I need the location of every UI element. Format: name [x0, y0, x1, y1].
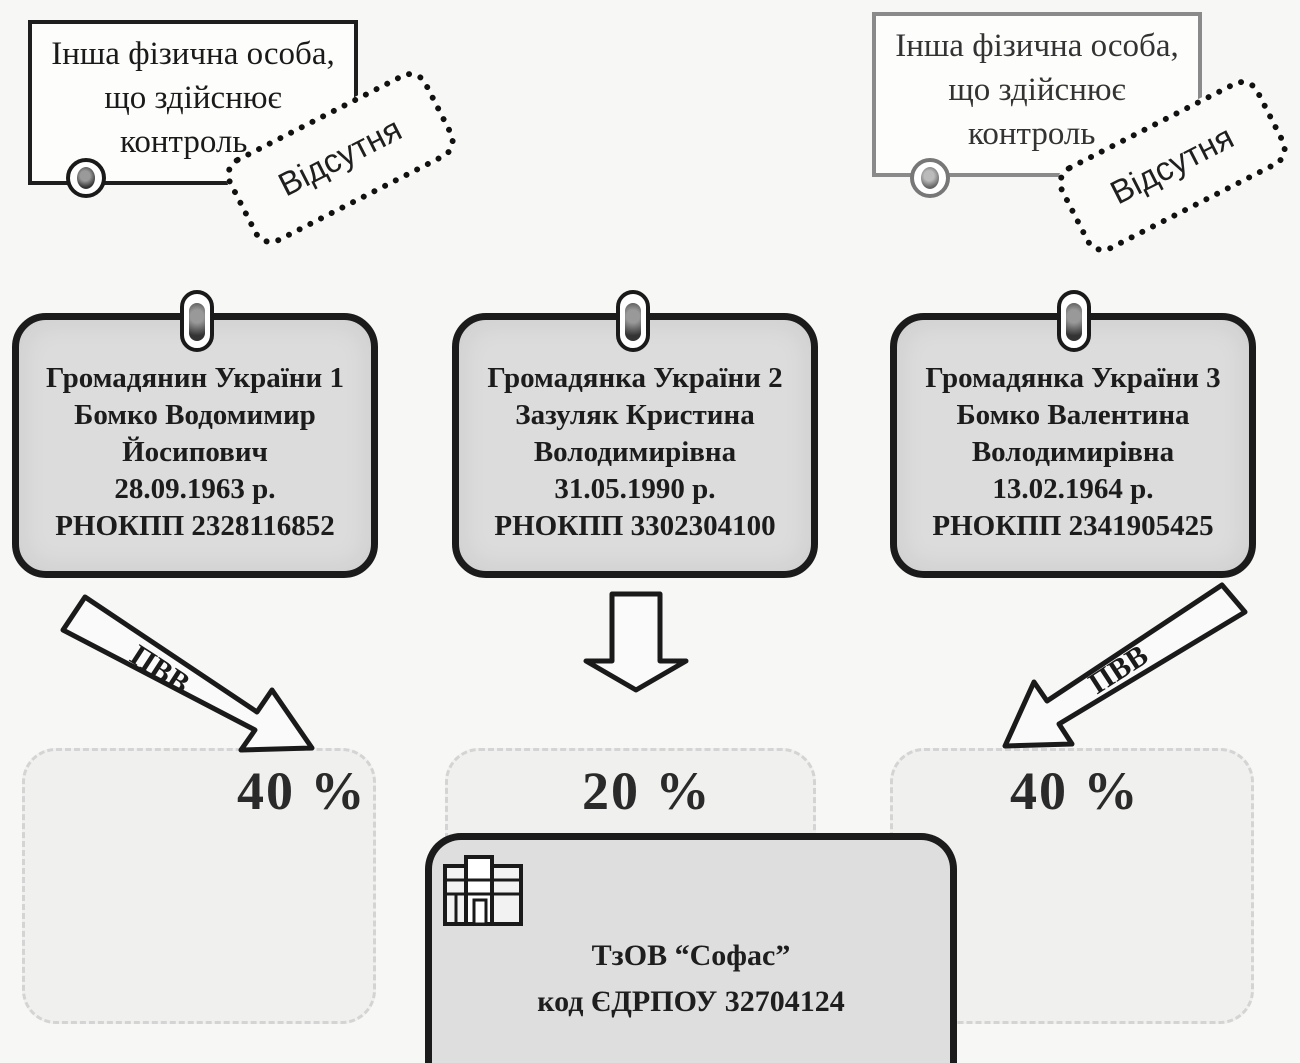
control-box-left-line-3: контроль: [120, 124, 248, 160]
control-box-left: Інша фізична особа, що здійснює контроль: [28, 20, 358, 185]
person-2-patronymic: Володимирівна: [533, 436, 737, 468]
person-3-patronymic: Володимирівна: [971, 436, 1175, 468]
person-2-tax-id: РНОКПП 3302304100: [494, 510, 776, 542]
person-card-1: Громадянин України 1 Бомко Водомимир Йос…: [12, 313, 378, 578]
control-box-left-line-2: що здійснює: [104, 80, 282, 116]
control-box-left-line-1: Інша фізична особа,: [51, 36, 335, 72]
person-1-surname: Бомко Водомимир: [74, 399, 316, 431]
person-3-tax-id: РНОКПП 2341905425: [932, 510, 1214, 542]
person-2-birthdate: 31.05.1990 р.: [554, 473, 716, 505]
person-card-2: Громадянка України 2 Зазуляк Кристина Во…: [452, 313, 818, 578]
control-box-right-line-1: Інша фізична особа,: [895, 28, 1179, 64]
share-person-2: 20 %: [582, 761, 712, 821]
control-box-right-line-2: що здійснює: [948, 72, 1126, 108]
person-2-surname: Зазуляк Кристина: [515, 399, 755, 431]
company-name: ТзОВ “Софас”: [591, 939, 791, 972]
building-icon: [443, 855, 523, 926]
person-1-patronymic: Йосипович: [122, 436, 268, 468]
control-box-right-line-3: контроль: [968, 116, 1096, 152]
person-card-3: Громадянка України 3 Бомко Валентина Вол…: [890, 313, 1256, 578]
person-pin-icon: [910, 158, 950, 198]
company-card: ТзОВ “Софас” код ЄДРПОУ 32704124: [425, 833, 957, 1063]
person-pin-icon: [180, 290, 214, 352]
person-1-birthdate: 28.09.1963 р.: [114, 473, 276, 505]
arrow-down-icon: [583, 591, 689, 693]
arrow-right-diagonal-icon: [1002, 582, 1248, 749]
share-person-1: 40 %: [237, 761, 367, 821]
person-3-birthdate: 13.02.1964 р.: [992, 473, 1154, 505]
person-3-surname: Бомко Валентина: [956, 399, 1190, 431]
company-code: код ЄДРПОУ 32704124: [537, 985, 845, 1018]
person-2-title: Громадянка України 2: [487, 362, 783, 394]
arrow-left-diagonal-icon: [60, 594, 315, 753]
share-placeholder-left: [22, 748, 376, 1024]
person-pin-icon: [1057, 290, 1091, 352]
share-person-3: 40 %: [1010, 761, 1140, 821]
person-pin-icon: [66, 158, 106, 198]
person-pin-icon: [616, 290, 650, 352]
share-placeholder-middle: [445, 748, 816, 841]
person-3-title: Громадянка України 3: [925, 362, 1221, 394]
person-1-tax-id: РНОКПП 2328116852: [55, 510, 335, 542]
person-1-title: Громадянин України 1: [46, 362, 344, 394]
